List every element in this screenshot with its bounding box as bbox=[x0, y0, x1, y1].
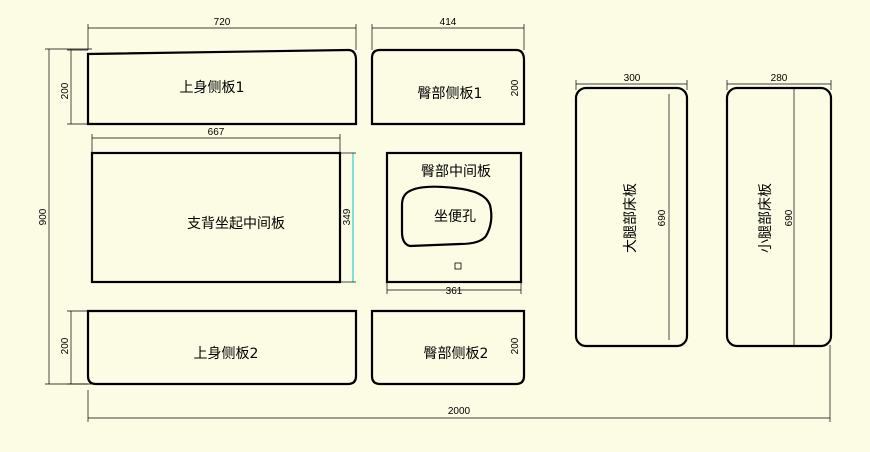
panel-calf-bed: 280 690 小腿部床板 bbox=[725, 73, 833, 348]
dim-thigh-width-text: 300 bbox=[624, 73, 641, 84]
label-toilet-hole: 坐便孔 bbox=[434, 209, 476, 225]
label-thigh-bed: 大腿部床板 bbox=[623, 183, 639, 253]
label-hip-side-2: 臀部侧板2 bbox=[424, 346, 489, 362]
dim-hip-side-2-height: 200 bbox=[510, 337, 521, 354]
label-upper-side-1: 上身侧板1 bbox=[180, 80, 245, 96]
dim-support-width-text: 667 bbox=[208, 127, 225, 138]
toilet-hole-outline bbox=[400, 185, 493, 248]
dim-thigh-height-text: 690 bbox=[657, 209, 668, 226]
dim-hip-width-text: 414 bbox=[440, 17, 457, 28]
panel-hip-middle: 361 臀部中间板 坐便孔 bbox=[385, 151, 523, 297]
dim-hip-side-1-height: 200 bbox=[510, 79, 521, 96]
label-calf-bed: 小腿部床板 bbox=[758, 183, 774, 253]
dim-total-width: 2000 bbox=[87, 345, 831, 422]
dim-upper-width-text: 720 bbox=[214, 17, 231, 28]
dim-calf-height-text: 690 bbox=[784, 209, 795, 226]
label-support-middle: 支背坐起中间板 bbox=[187, 216, 285, 232]
dim-total-height-text: 900 bbox=[38, 208, 49, 225]
label-hip-side-1: 臀部侧板1 bbox=[418, 86, 483, 102]
small-square-mark bbox=[454, 262, 462, 270]
label-upper-side-2: 上身侧板2 bbox=[194, 346, 259, 362]
panel-upper-side-2: 200 上身侧板2 bbox=[60, 309, 358, 386]
dim-total-width-text: 2000 bbox=[448, 406, 471, 417]
dim-support-height-text: 349 bbox=[342, 208, 353, 225]
panel-hip-side-2: 200 臀部侧板2 bbox=[370, 309, 526, 386]
panel-support-middle: 667 349 支背坐起中间板 bbox=[90, 127, 356, 284]
dim-calf-width-text: 280 bbox=[771, 73, 788, 84]
panel-hip-side-1: 414 200 臀部侧板1 bbox=[370, 17, 526, 126]
dim-hip-middle-width-text: 361 bbox=[446, 286, 463, 297]
label-hip-middle: 臀部中间板 bbox=[421, 164, 491, 180]
panel-upper-side-1: 720 200 上身侧板1 bbox=[60, 17, 358, 126]
dim-upper-side-2-height: 200 bbox=[60, 337, 71, 354]
dim-upper-side-1-height: 200 bbox=[60, 82, 71, 99]
panel-thigh-bed: 300 690 大腿部床板 bbox=[574, 73, 689, 348]
